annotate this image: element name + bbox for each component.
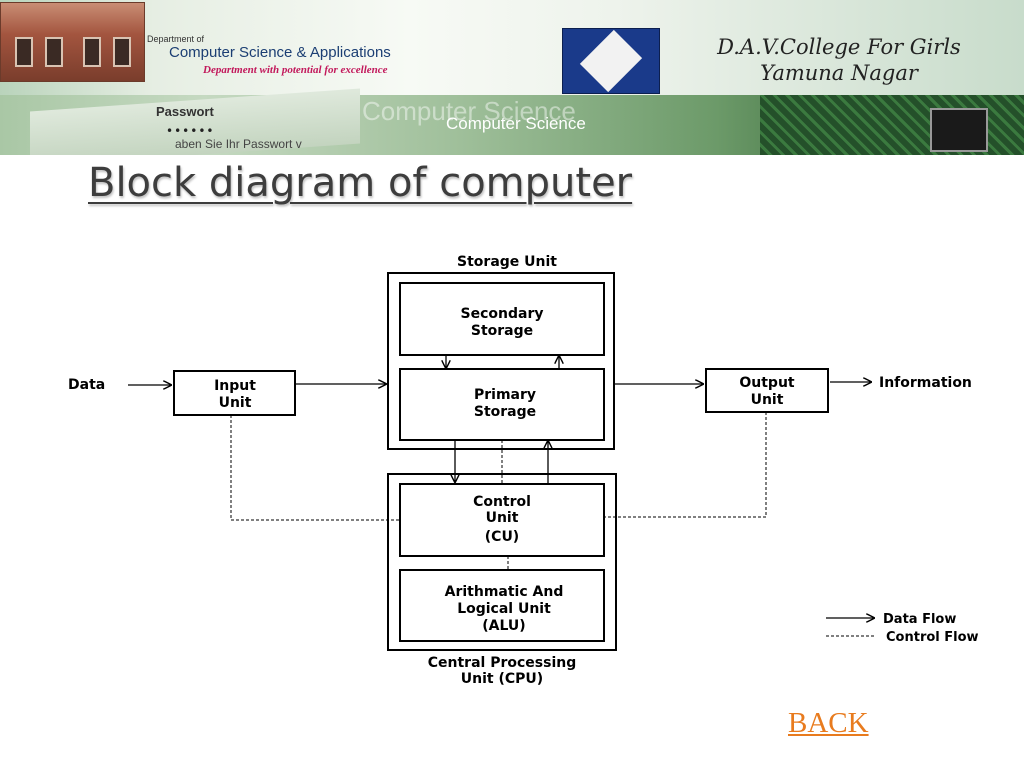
data-label: Data	[68, 377, 105, 393]
banner-text: Computer Science	[446, 114, 586, 133]
password-hint: aben Sie Ihr Passwort v	[175, 137, 302, 151]
header-banner: Department of Computer Science & Applica…	[0, 0, 1024, 155]
cpu-label-line2: Unit (CPU)	[461, 671, 543, 687]
department-tagline: Department with potential for excellence	[203, 64, 388, 76]
input-unit-line1: Input	[214, 378, 256, 394]
input-unit-box	[173, 370, 296, 416]
information-label: Information	[879, 375, 972, 391]
cpu-label-line1: Central Processing	[428, 655, 576, 671]
back-link[interactable]: BACK	[788, 707, 869, 739]
legend-control-flow-label: Control Flow	[886, 630, 979, 645]
college-name-line2: Yamuna Nagar	[760, 61, 918, 85]
department-of-label: Department of	[147, 34, 205, 44]
secondary-storage-line2: Storage	[471, 323, 533, 339]
banner-ghost-text: Computer Science	[362, 96, 576, 126]
legend-data-flow-label: Data Flow	[883, 612, 956, 627]
college-name: D.A.V.College For Girls Yamuna Nagar	[664, 34, 1014, 86]
alu-line1: Arithmatic And	[445, 584, 564, 600]
input-control-flow-line	[230, 415, 400, 521]
header-top-strip	[0, 0, 1024, 95]
building-photo	[0, 2, 145, 82]
college-name-line1: D.A.V.College For Girls	[717, 35, 961, 59]
control-unit-line1: Control	[473, 494, 531, 510]
secondary-storage-line1: Secondary	[461, 306, 544, 322]
password-label: Passwort	[156, 104, 214, 119]
password-dots: ••••••	[166, 124, 215, 138]
primary-storage-line2: Storage	[474, 404, 536, 420]
alu-line3: (ALU)	[482, 618, 525, 634]
storage-unit-label: Storage Unit	[457, 254, 557, 270]
alu-box	[399, 569, 605, 642]
output-control-flow-line	[604, 412, 767, 518]
input-unit-line2: Unit	[219, 395, 252, 411]
cpu-box	[387, 473, 617, 651]
storage-unit-box	[387, 272, 615, 450]
college-logo	[562, 28, 660, 94]
department-name: Computer Science & Applications	[169, 44, 391, 61]
department-block: Department of Computer Science & Applica…	[147, 34, 507, 84]
primary-storage-line1: Primary	[474, 387, 536, 403]
output-unit-box	[705, 368, 829, 413]
control-unit-line3: (CU)	[485, 529, 519, 545]
secondary-storage-box	[399, 282, 605, 356]
control-unit-line2: Unit	[486, 510, 519, 526]
control-unit-box	[399, 483, 605, 557]
output-unit-line1: Output	[739, 375, 795, 391]
slide-title: Block diagram of computer	[88, 160, 633, 206]
chip-image	[930, 108, 988, 152]
alu-line2: Logical Unit	[457, 601, 551, 617]
output-unit-line2: Unit	[751, 392, 784, 408]
